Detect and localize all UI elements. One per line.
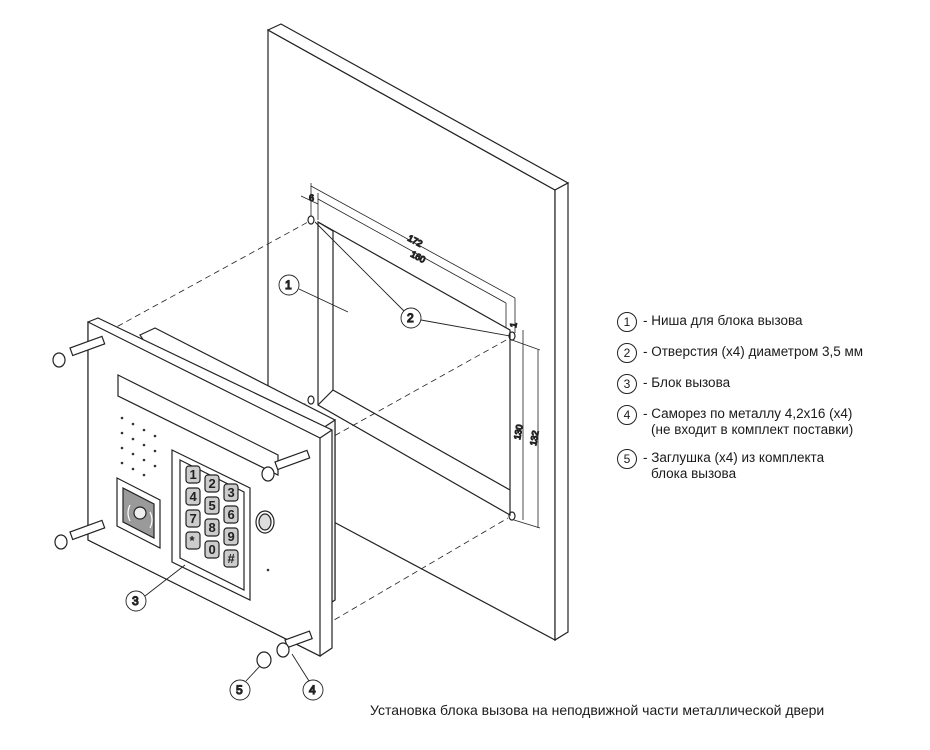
dimension-lines bbox=[300, 183, 541, 529]
cap-icon bbox=[256, 651, 272, 669]
keypad-key: 0 bbox=[204, 540, 220, 559]
hole-bottom-right bbox=[508, 511, 516, 521]
screw-icon bbox=[276, 630, 313, 658]
projection-lines bbox=[99, 221, 509, 641]
keypad-key: 9 bbox=[223, 527, 239, 546]
keypad-key: 7 bbox=[185, 509, 201, 528]
legend-note: (не входит в комплект поставки) bbox=[651, 422, 854, 437]
keypad-key-label: 1 bbox=[190, 467, 197, 482]
keypad-key-label: 4 bbox=[190, 489, 198, 504]
keypad-key: 6 bbox=[223, 505, 239, 524]
keypad-key: * bbox=[185, 531, 201, 550]
callout-4: 4 bbox=[309, 683, 316, 697]
legend-label: - Ниша для блока вызова bbox=[643, 313, 803, 328]
keypad-key: # bbox=[223, 549, 239, 568]
screw-icon bbox=[52, 335, 106, 368]
dim-6: 6 bbox=[309, 193, 314, 203]
keypad-key-label: 2 bbox=[209, 476, 216, 491]
diagram-caption: Установка блока вызова на неподвижной ча… bbox=[370, 702, 825, 718]
keypad: 123 456 789 * 0 # bbox=[185, 465, 239, 568]
keypad-key: 4 bbox=[185, 487, 201, 506]
legend-number: 1 bbox=[617, 312, 637, 332]
callout-2: 2 bbox=[407, 311, 414, 325]
keypad-key-label: 6 bbox=[228, 507, 235, 522]
keypad-key-label: 3 bbox=[228, 485, 235, 500]
keypad-key-label: 9 bbox=[228, 529, 235, 544]
screw-icon bbox=[261, 449, 311, 482]
screws bbox=[52, 335, 313, 669]
keypad-key: 3 bbox=[223, 483, 239, 502]
callouts bbox=[125, 221, 511, 701]
legend-label: - Саморез по металлу 4,2x16 (x4) bbox=[643, 406, 853, 421]
callout-3: 3 bbox=[132, 594, 139, 608]
legend-item: 2 - Отверстия (x4) диаметром 3,5 мм bbox=[617, 343, 917, 363]
keypad-key-label: # bbox=[228, 551, 236, 566]
legend-number: 4 bbox=[617, 405, 637, 425]
keypad-key-label: 0 bbox=[209, 542, 216, 557]
keypad-key: 1 bbox=[185, 465, 201, 484]
keypad-key-label: 8 bbox=[209, 520, 216, 535]
keypad-key: 2 bbox=[204, 474, 220, 493]
keypad-key-label: 7 bbox=[190, 511, 197, 526]
legend-number: 2 bbox=[617, 343, 637, 363]
dim-1: 1 bbox=[508, 322, 519, 329]
callout-1: 1 bbox=[285, 278, 292, 292]
keypad-key: 8 bbox=[204, 518, 220, 537]
keypad-key-label: * bbox=[190, 533, 196, 548]
niche bbox=[317, 220, 511, 517]
hole-bottom-left bbox=[307, 395, 315, 405]
screw-icon bbox=[54, 519, 106, 550]
dim-132: 132 bbox=[528, 430, 540, 447]
legend-note: блока вызова bbox=[651, 466, 737, 481]
legend-label: - Блок вызова bbox=[643, 375, 731, 390]
legend-item: 3 - Блок вызова bbox=[617, 374, 917, 394]
legend: 1 - Ниша для блока вызова 2 - Отверстия (x… bbox=[617, 312, 917, 494]
legend-number: 5 bbox=[617, 449, 637, 469]
keypad-key: 5 bbox=[204, 496, 220, 515]
keypad-key-label: 5 bbox=[209, 498, 216, 513]
callout-5: 5 bbox=[236, 683, 243, 697]
legend-label: - Заглушка (x4) из комплекта bbox=[643, 450, 825, 465]
speaker-grille bbox=[120, 416, 270, 572]
legend-item: 4 - Саморез по металлу 4,2x16 (x4)(не вхо… bbox=[617, 405, 917, 438]
rfid-reader-icon bbox=[116, 477, 161, 549]
dim-130: 130 bbox=[512, 424, 524, 441]
legend-item: 1 - Ниша для блока вызова bbox=[617, 312, 917, 332]
legend-number: 3 bbox=[617, 374, 637, 394]
display-window bbox=[117, 374, 279, 476]
legend-label: - Отверстия (x4) диаметром 3,5 мм bbox=[643, 344, 864, 359]
